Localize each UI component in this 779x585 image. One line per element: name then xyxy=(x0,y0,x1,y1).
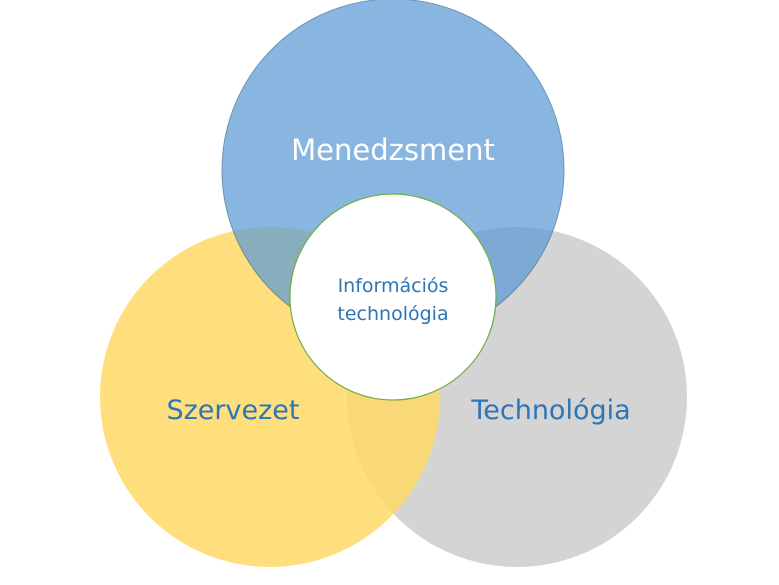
szervezet-label: Szervezet xyxy=(167,395,300,426)
center-label-line1: Információs xyxy=(338,275,449,297)
informacios-technologia-circle xyxy=(289,193,497,401)
menedzsment-label: Menedzsment xyxy=(291,133,495,167)
center-label-line2: technológia xyxy=(337,303,448,325)
technologia-label: Technológia xyxy=(470,395,630,426)
